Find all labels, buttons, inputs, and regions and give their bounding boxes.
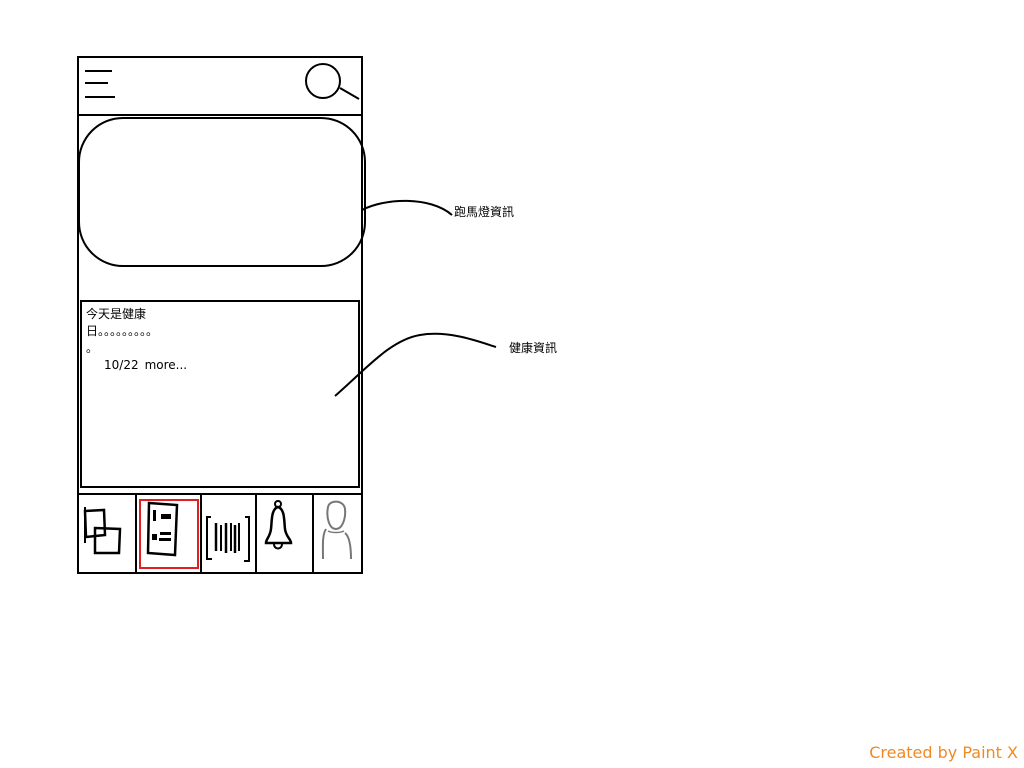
marquee-pointer-line [361,199,453,216]
tabbar-divider [77,493,363,495]
health-text-line-3: 。 [86,341,99,355]
watermark-text: Created by Paint X [869,743,1018,762]
more-link[interactable]: more... [144,358,188,372]
tab-2[interactable] [137,495,200,573]
magnifier-search-icon [305,63,360,100]
tab-separator [135,495,137,574]
tab-5[interactable] [314,495,362,573]
health-info-meta: 10/22 more... [104,358,187,372]
menu-button[interactable] [84,68,116,100]
tab-1[interactable] [78,495,135,573]
tab-4[interactable] [257,495,312,573]
marquee-banner[interactable] [78,117,366,267]
tab-separator [255,495,257,574]
health-info-card[interactable] [80,300,360,488]
search-button[interactable] [303,62,361,102]
profile-person-icon [321,500,352,560]
marquee-annotation-label: 跑馬燈資訊 [454,205,515,219]
document-icon [146,501,179,557]
tab-separator [312,495,314,574]
health-annotation-label: 健康資訊 [509,341,558,355]
health-text-line-1: 今天是健康 [86,307,147,321]
header-divider [77,114,363,116]
health-date: 10/22 [104,358,139,372]
selected-tab-outline [139,499,199,569]
phone-frame [77,56,363,574]
health-info-text: 今天是健康 日。。。。。。。。。 。 [86,306,341,357]
tab-3[interactable] [202,495,255,573]
overlapping-squares-icon [83,507,122,555]
bell-icon [264,500,293,550]
hamburger-menu-icon [85,70,115,98]
barcode-scan-icon [206,516,250,562]
health-text-line-2: 日。。。。。。。。。 [86,324,159,338]
health-pointer-line [334,332,497,397]
tab-separator [200,495,202,574]
